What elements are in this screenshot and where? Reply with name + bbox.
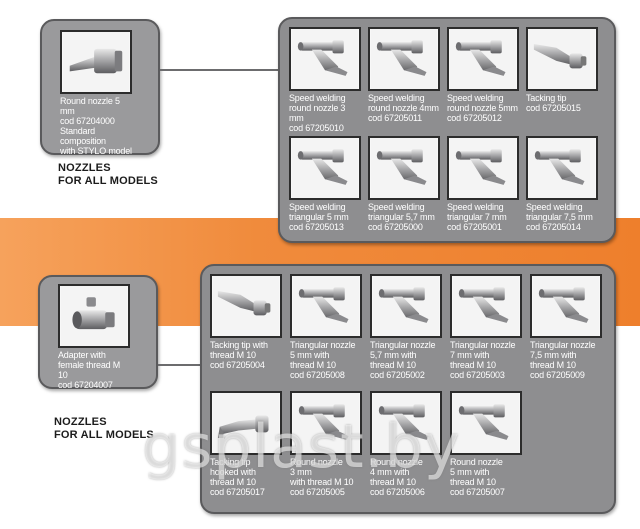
product-caption: Speed welding triangular 5,7 mm cod 6720… [368, 202, 435, 232]
product-caption: Speed welding round nozzle 3 mm cod 6720… [289, 93, 346, 133]
product-item: Speed welding triangular 7,5 mm cod 6720… [526, 136, 598, 232]
speed-nozzle-icon [370, 274, 442, 338]
product-item: Triangular nozzle 7 mm with thread M 10 … [450, 274, 522, 380]
product-item: Triangular nozzle 5,7 mm with thread M 1… [370, 274, 442, 380]
product-item: Speed welding round nozzle 5mm cod 67205… [447, 27, 519, 123]
round-nozzle-icon [60, 30, 132, 94]
speed-nozzle-icon [370, 391, 442, 455]
adapter-icon [58, 284, 130, 348]
product-item: Round nozzle 3 mm with thread M 10 cod 6… [290, 391, 362, 497]
product-caption: Round nozzle 5 mm with thread M 10 cod 6… [450, 457, 505, 497]
product-item: Speed welding round nozzle 3 mm cod 6720… [289, 27, 361, 133]
product-caption: Speed welding triangular 7,5 mm cod 6720… [526, 202, 593, 232]
product-item: Tacking tip hooked with thread M 10 cod … [210, 391, 282, 497]
product-item: Speed welding triangular 7 mm cod 672050… [447, 136, 519, 232]
product-item: Triangular nozzle 5 mm with thread M 10 … [290, 274, 362, 380]
product-item: Tacking tip with thread M 10 cod 6720500… [210, 274, 282, 370]
hooked-tip-icon [210, 391, 282, 455]
speed-nozzle-icon [447, 27, 519, 91]
product-item: Tacking tip cod 67205015 [526, 27, 598, 113]
tacking-tip-icon [526, 27, 598, 91]
product-caption: Tacking tip hooked with thread M 10 cod … [210, 457, 265, 497]
speed-nozzle-icon [289, 27, 361, 91]
product-caption: Speed welding triangular 5 mm cod 672050… [289, 202, 349, 232]
speed-nozzle-icon [530, 274, 602, 338]
product-caption: Adapter with female thread M 10 cod 6720… [58, 350, 121, 390]
product-caption: Tacking tip cod 67205015 [526, 93, 581, 113]
product-caption: Round nozzle 4 mm with thread M 10 cod 6… [370, 457, 425, 497]
speed-nozzle-icon [450, 274, 522, 338]
tacking-tip-icon [210, 274, 282, 338]
product-caption: Round nozzle 3 mm with thread M 10 cod 6… [290, 457, 354, 497]
heading-bottom: NOZZLES FOR ALL MODELS [54, 416, 154, 441]
product-item: Round nozzle 5 mm with thread M 10 cod 6… [450, 391, 522, 497]
product-caption: Triangular nozzle 7,5 mm with thread M 1… [530, 340, 596, 380]
product-caption: Triangular nozzle 5,7 mm with thread M 1… [370, 340, 436, 380]
product-item: Speed welding triangular 5,7 mm cod 6720… [368, 136, 440, 232]
speed-nozzle-icon [447, 136, 519, 200]
product-item: Speed welding triangular 5 mm cod 672050… [289, 136, 361, 232]
product-caption: Speed welding round nozzle 4mm cod 67205… [368, 93, 439, 123]
product-item: Speed welding round nozzle 4mm cod 67205… [368, 27, 440, 123]
watermark: gsplast.by [142, 412, 461, 482]
speed-nozzle-icon [290, 274, 362, 338]
product-item-top-single: Round nozzle 5 mm cod 67204000 Standard … [60, 30, 132, 156]
speed-nozzle-icon [368, 27, 440, 91]
speed-nozzle-icon [289, 136, 361, 200]
product-caption: Speed welding round nozzle 5mm cod 67205… [447, 93, 518, 123]
product-caption: Speed welding triangular 7 mm cod 672050… [447, 202, 507, 232]
product-caption: Round nozzle 5 mm cod 67204000 Standard … [60, 96, 132, 156]
speed-nozzle-icon [450, 391, 522, 455]
product-item: Triangular nozzle 7,5 mm with thread M 1… [530, 274, 602, 380]
top-connector [160, 69, 280, 71]
product-item: Round nozzle 4 mm with thread M 10 cod 6… [370, 391, 442, 497]
speed-nozzle-icon [526, 136, 598, 200]
product-caption: Triangular nozzle 7 mm with thread M 10 … [450, 340, 516, 380]
product-caption: Tacking tip with thread M 10 cod 6720500… [210, 340, 268, 370]
speed-nozzle-icon [290, 391, 362, 455]
speed-nozzle-icon [368, 136, 440, 200]
bottom-connector [158, 364, 202, 366]
product-item-bottom-single: Adapter with female thread M 10 cod 6720… [58, 284, 130, 390]
heading-top: NOZZLES FOR ALL MODELS [58, 162, 158, 187]
product-caption: Triangular nozzle 5 mm with thread M 10 … [290, 340, 356, 380]
